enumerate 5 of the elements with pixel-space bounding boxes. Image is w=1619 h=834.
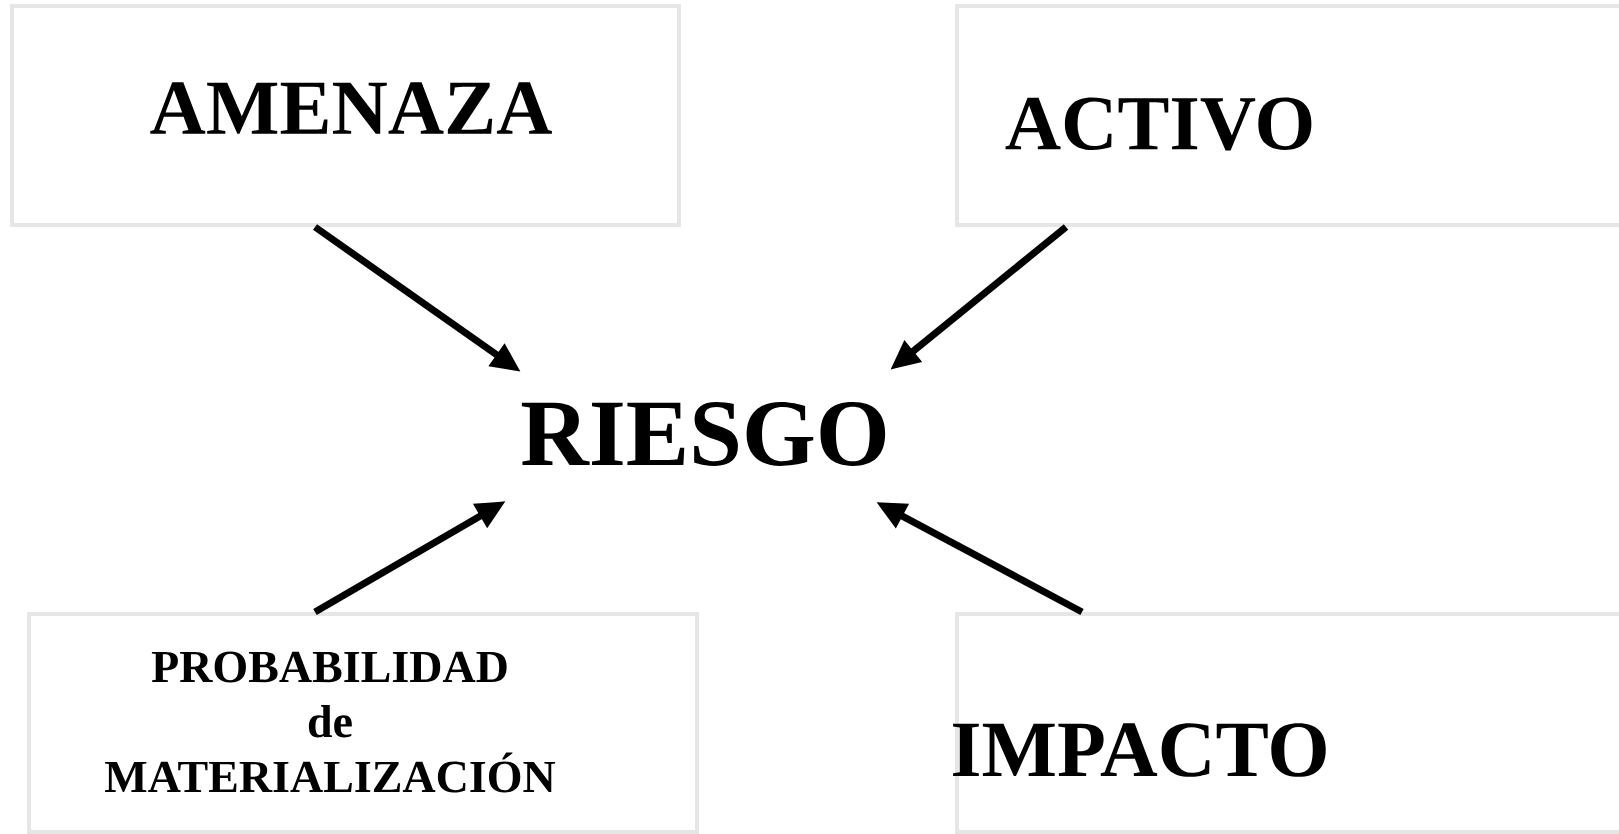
label-box: AMENAZA [10,4,681,227]
label-box: PROBABILIDAD de MATERIALIZACIÓN [27,612,699,834]
center-label: RIESGO [521,402,886,466]
label-box: ACTIVO [955,4,1619,227]
label-box: IMPACTO [953,612,1619,834]
